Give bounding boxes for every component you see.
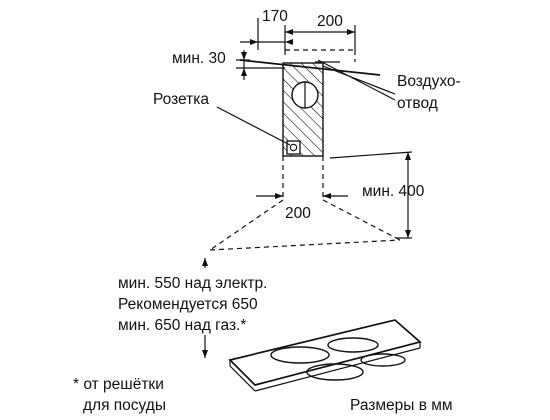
top-dimension-lines [240,18,356,50]
chimney-dashed [282,156,324,200]
footnote-label-2: для посуды [83,397,166,414]
dim-170-label: 170 [262,8,288,25]
dim-200-top-label: 200 [317,13,343,30]
hood-outline [209,199,401,251]
min-30-dimension [236,50,285,80]
bottom-200-dimension [256,193,348,199]
clearance-label-2: Рекомендуется 650 [118,296,258,313]
burner-3 [306,363,364,381]
min-30-label: мин. 30 [172,50,226,67]
burner-4 [360,353,406,367]
burner-1 [270,346,330,364]
air-outlet-leader-2 [322,65,396,95]
min-400-label: мин. 400 [362,183,425,200]
footnote-label-1: * от решётки [73,376,164,393]
duct-outline [284,49,356,62]
socket-icon [286,140,301,155]
air-outlet-label-1: Воздухо- [397,73,461,90]
cooktop [228,319,422,392]
socket-leader [216,106,291,146]
clearance-dimension [202,258,208,358]
clearance-label-3: мин. 650 над газ.* [118,317,246,334]
air-outlet-label-2: отвод [397,95,438,112]
clearance-label-1: мин. 550 над электр. [118,275,267,292]
socket-label: Розетка [153,91,209,108]
air-outlet-leader [317,59,396,101]
min-400-dimension [329,151,413,239]
air-outlet-icon [291,81,319,109]
burner-2 [327,337,379,353]
dim-200-bottom-label: 200 [285,205,311,222]
units-note-label: Размеры в мм [350,397,453,414]
